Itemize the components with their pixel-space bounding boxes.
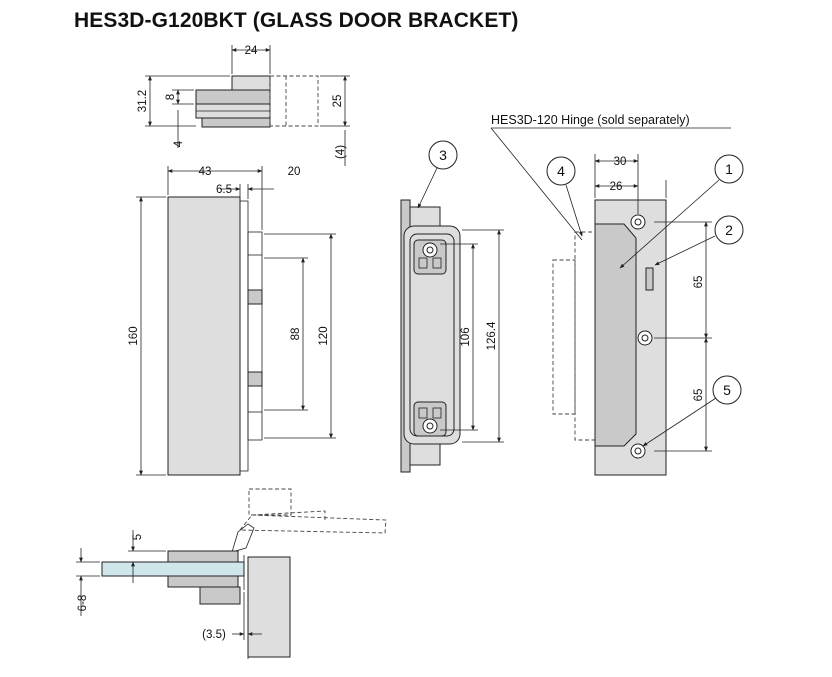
top-view-cap: [231, 75, 271, 91]
callout-3-circle: [428, 140, 458, 170]
hinge-body-outline: [574, 231, 596, 441]
callout-5-label: 5: [723, 382, 731, 398]
dim-front-slot: 88: [290, 328, 302, 341]
dim-top-height-total: 31.2: [137, 90, 149, 112]
bottom-view-door-ghost: [239, 514, 387, 534]
bottom-view-hinge-link: [231, 523, 255, 553]
front-view-plate: [247, 231, 263, 441]
callout-5-circle: [712, 375, 742, 405]
dim-side-inner: 106: [460, 327, 472, 346]
dim-bottom-glass-gap: 5: [132, 534, 144, 540]
callout-4-circle: [546, 156, 576, 186]
bottom-view-glass: [101, 561, 245, 577]
hinge-label-plate: [645, 267, 654, 291]
dim-hinge-pitch-lower: 65: [693, 389, 705, 402]
dim-bottom-clearance: (3.5): [202, 629, 226, 641]
hinge-outline: [552, 259, 576, 415]
dim-hinge-width-outer: 30: [614, 156, 627, 168]
dim-bottom-glass-thickness: 6-8: [77, 595, 89, 612]
dim-hinge-width-inner: 26: [610, 181, 623, 193]
bottom-view-clamp-upper: [167, 550, 239, 563]
dim-front-height: 160: [128, 326, 140, 345]
dim-top-gap: 4: [173, 140, 185, 147]
dim-top-hinge-height: 25: [332, 95, 344, 108]
front-view: 43 6.5 20 160 88 120: [128, 166, 336, 476]
bottom-view-base: [199, 586, 241, 605]
front-view-screw-lower: [247, 371, 263, 387]
callout-1-circle: [714, 154, 744, 184]
callout-3-label: 3: [439, 147, 447, 163]
callout-1-label: 1: [725, 161, 733, 177]
dim-side-outer: 126.4: [486, 321, 498, 350]
top-view-hinge-outline: [269, 75, 319, 127]
front-view-bracket-body: [167, 196, 241, 476]
callout-4-label: 4: [557, 163, 565, 179]
top-view-body: [195, 89, 271, 105]
dim-front-offset-large: 20: [288, 166, 301, 178]
dim-top-height-upper: 8: [165, 94, 177, 100]
dim-hinge-pitch-upper: 65: [693, 276, 705, 289]
dim-top-width: 24: [245, 45, 258, 57]
drawing-title: HES3D-G120BKT (GLASS DOOR BRACKET): [74, 9, 519, 32]
hinge-view: HES3D-120 Hinge (sold separately) 30 26 …: [490, 113, 744, 476]
callout-2-label: 2: [725, 222, 733, 238]
dim-front-depth: 43: [199, 166, 212, 178]
dim-top-hinge-offset: (4): [335, 145, 347, 159]
side-view: 106 126.4 3: [400, 140, 504, 473]
bottom-view-wall-block: [247, 556, 291, 658]
bottom-view: 5 6-8 (3.5): [76, 488, 387, 659]
bottom-view-clamp-lower: [167, 575, 239, 588]
dim-front-offset-small: 6.5: [216, 184, 232, 196]
dim-front-span: 120: [318, 326, 330, 345]
callout-2-circle: [714, 215, 744, 245]
front-view-screw-upper: [247, 289, 263, 305]
top-view-base: [201, 117, 271, 128]
top-view: 24 31.2 8 4 25 (4): [137, 45, 350, 166]
front-view-flange: [239, 200, 249, 472]
hinge-note: HES3D-120 Hinge (sold separately): [491, 113, 690, 127]
bottom-view-hinge-ghost: [248, 488, 292, 516]
hinge-recess: [594, 223, 637, 447]
